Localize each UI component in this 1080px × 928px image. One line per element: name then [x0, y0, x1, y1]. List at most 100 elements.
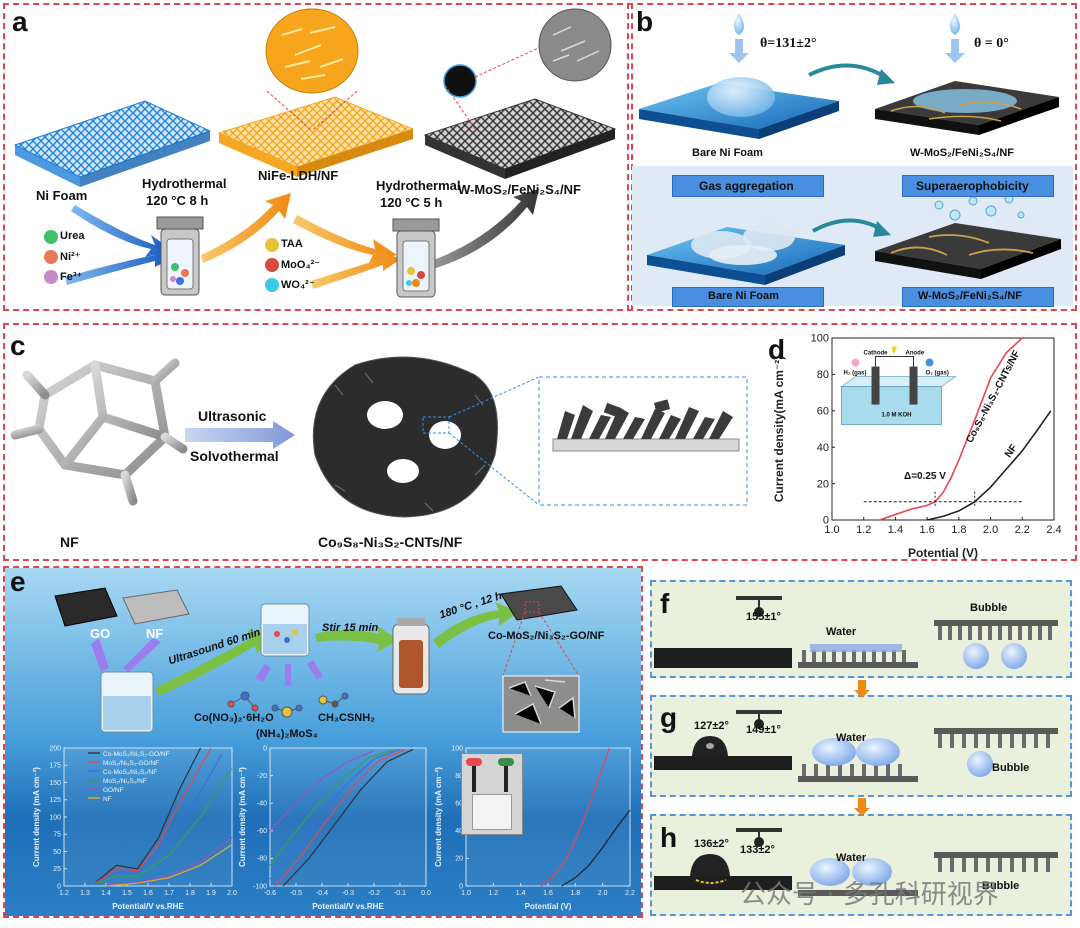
y-tick-label: 0	[57, 883, 61, 890]
panel-g-label: g	[660, 702, 678, 733]
panel-a-graphics	[13, 8, 617, 298]
y-tick-label: 100	[451, 745, 463, 752]
y-tick-label: -80	[257, 856, 267, 863]
nf-sheet-e	[122, 589, 190, 625]
reagent-moo4: MoO₄²⁻	[281, 259, 321, 271]
x-tick-label: 1.8	[570, 890, 580, 897]
reagent-fe: Fe³⁺	[60, 271, 83, 283]
y-tick-label: 80	[455, 773, 463, 780]
go-sheet	[54, 587, 118, 627]
x-tick-label: 1.4	[888, 524, 903, 536]
product-slab-2	[875, 223, 1061, 269]
x-tick-label: 1.5	[122, 890, 132, 897]
x-tick-label: 1.0	[824, 524, 839, 536]
product-label-b1: W-MoS₂/FeNi₂S₄/NF	[910, 147, 1015, 159]
reagent-urea: Urea	[60, 230, 85, 242]
x-tick-label: 1.8	[951, 524, 966, 536]
x-tick-label: -0.3	[342, 890, 354, 897]
x-tick-label: 1.0	[461, 890, 471, 897]
product-sheet-e	[500, 585, 578, 621]
y-tick-label: -60	[257, 828, 267, 835]
panel-d-label: d	[768, 334, 786, 365]
arrow-a3	[201, 193, 291, 263]
panel-a	[3, 3, 633, 311]
h-bubble: Bubble	[982, 880, 1020, 892]
hydrothermal2-cond: 120 °C 5 h	[380, 195, 443, 210]
gas-aggregation-label: Gas aggregation	[699, 179, 794, 193]
f-water: Water	[826, 626, 857, 638]
legend-item-5: NF	[103, 796, 112, 803]
panel-e-label: e	[10, 566, 26, 597]
chem3-label: CH₃CSNH₂	[318, 712, 376, 724]
y-tick-label: 20	[817, 478, 829, 490]
plot-frame	[831, 337, 1055, 521]
x-axis-label: Potential (V)	[525, 902, 572, 911]
series-line-1	[95, 747, 212, 884]
series-line-1	[926, 410, 1052, 521]
theta-product: θ = 0°	[974, 36, 1009, 51]
reagent-wo4: WO₄²⁻	[281, 279, 315, 291]
panel-b-label: b	[636, 6, 654, 37]
arrow-a5	[311, 251, 401, 289]
cnts-foam	[312, 356, 498, 518]
series-line-3	[95, 768, 233, 885]
x-tick-label: 2.0	[598, 890, 608, 897]
product-box-b2	[902, 287, 1054, 307]
x-tick-label: 2.0	[983, 524, 998, 536]
y-tick-label: 150	[49, 780, 61, 787]
product-label-a: W-MoS₂/FeNi₂S₄/NF	[458, 182, 581, 197]
x-tick-label: 1.2	[488, 890, 498, 897]
panel-e-graphics	[54, 585, 580, 733]
y-tick-label: 200	[49, 745, 61, 752]
bare-ni-foam-label-2: Bare Ni Foam	[708, 290, 779, 302]
y-tick-label: 50	[53, 849, 61, 856]
plot-area	[270, 748, 426, 886]
series-line-0	[879, 337, 1023, 521]
series-line-2	[269, 748, 401, 880]
x-tick-label: 1.4	[516, 890, 526, 897]
panel-e-bg	[5, 568, 641, 916]
theta-bare: θ=131±2°	[760, 36, 817, 51]
superaerophobicity-label: Superaerophobicity	[916, 179, 1029, 193]
series-line-0	[540, 747, 611, 887]
g-water: Water	[836, 732, 867, 744]
panel-f-label: f	[660, 588, 670, 619]
series-line-4	[105, 837, 233, 886]
molecule-3	[318, 692, 349, 708]
e3-photo	[461, 753, 523, 835]
y-axis-label: Current density (mA cm⁻²)	[238, 767, 247, 867]
x-tick-label: 2.2	[625, 890, 635, 897]
g-angle1: 149±1°	[746, 724, 781, 736]
chem1-label: Co(NO₃)₂·6H₂O	[194, 712, 274, 724]
y-tick-label: 100	[49, 814, 61, 821]
superaerophobicity-box	[902, 175, 1054, 197]
x-axis-label: Potential/V vs.RHE	[112, 902, 184, 911]
product-block-a	[423, 98, 617, 170]
solvothermal-label: Solvothermal	[190, 448, 279, 464]
x-tick-label: 1.9	[206, 890, 216, 897]
series-line-0	[282, 748, 414, 887]
f-bubble: Bubble	[970, 602, 1008, 614]
bare-ni-foam-box-2	[672, 287, 824, 307]
arrow-a4	[293, 215, 397, 263]
x-tick-label: -0.2	[368, 890, 380, 897]
panel-cd	[3, 323, 1077, 561]
nf-strut-cell	[10, 358, 188, 506]
x-axis-label: Potential/V vs.RHE	[312, 902, 384, 911]
y-tick-label: 80	[817, 369, 829, 381]
y-tick-label: -40	[257, 801, 267, 808]
hydrothermal1-title: Hydrothermal	[142, 176, 227, 191]
x-tick-label: -0.4	[316, 890, 328, 897]
arrow-a1	[71, 205, 173, 257]
molecule-2	[271, 704, 303, 718]
inset-inset_o2: O₂ (gas)	[926, 371, 949, 377]
series-line-5	[105, 844, 233, 887]
y-tick-label: -100	[253, 883, 267, 890]
panel-c-label: c	[10, 330, 26, 361]
series-line-1	[274, 748, 406, 887]
product-label-b2: W-MoS₂/FeNi₂S₄/NF	[918, 290, 1023, 302]
panel-b-graphics	[639, 13, 1061, 285]
inset-inset_koh: 1.0 M KOH	[882, 413, 912, 419]
y-tick-label: 0	[823, 515, 829, 527]
